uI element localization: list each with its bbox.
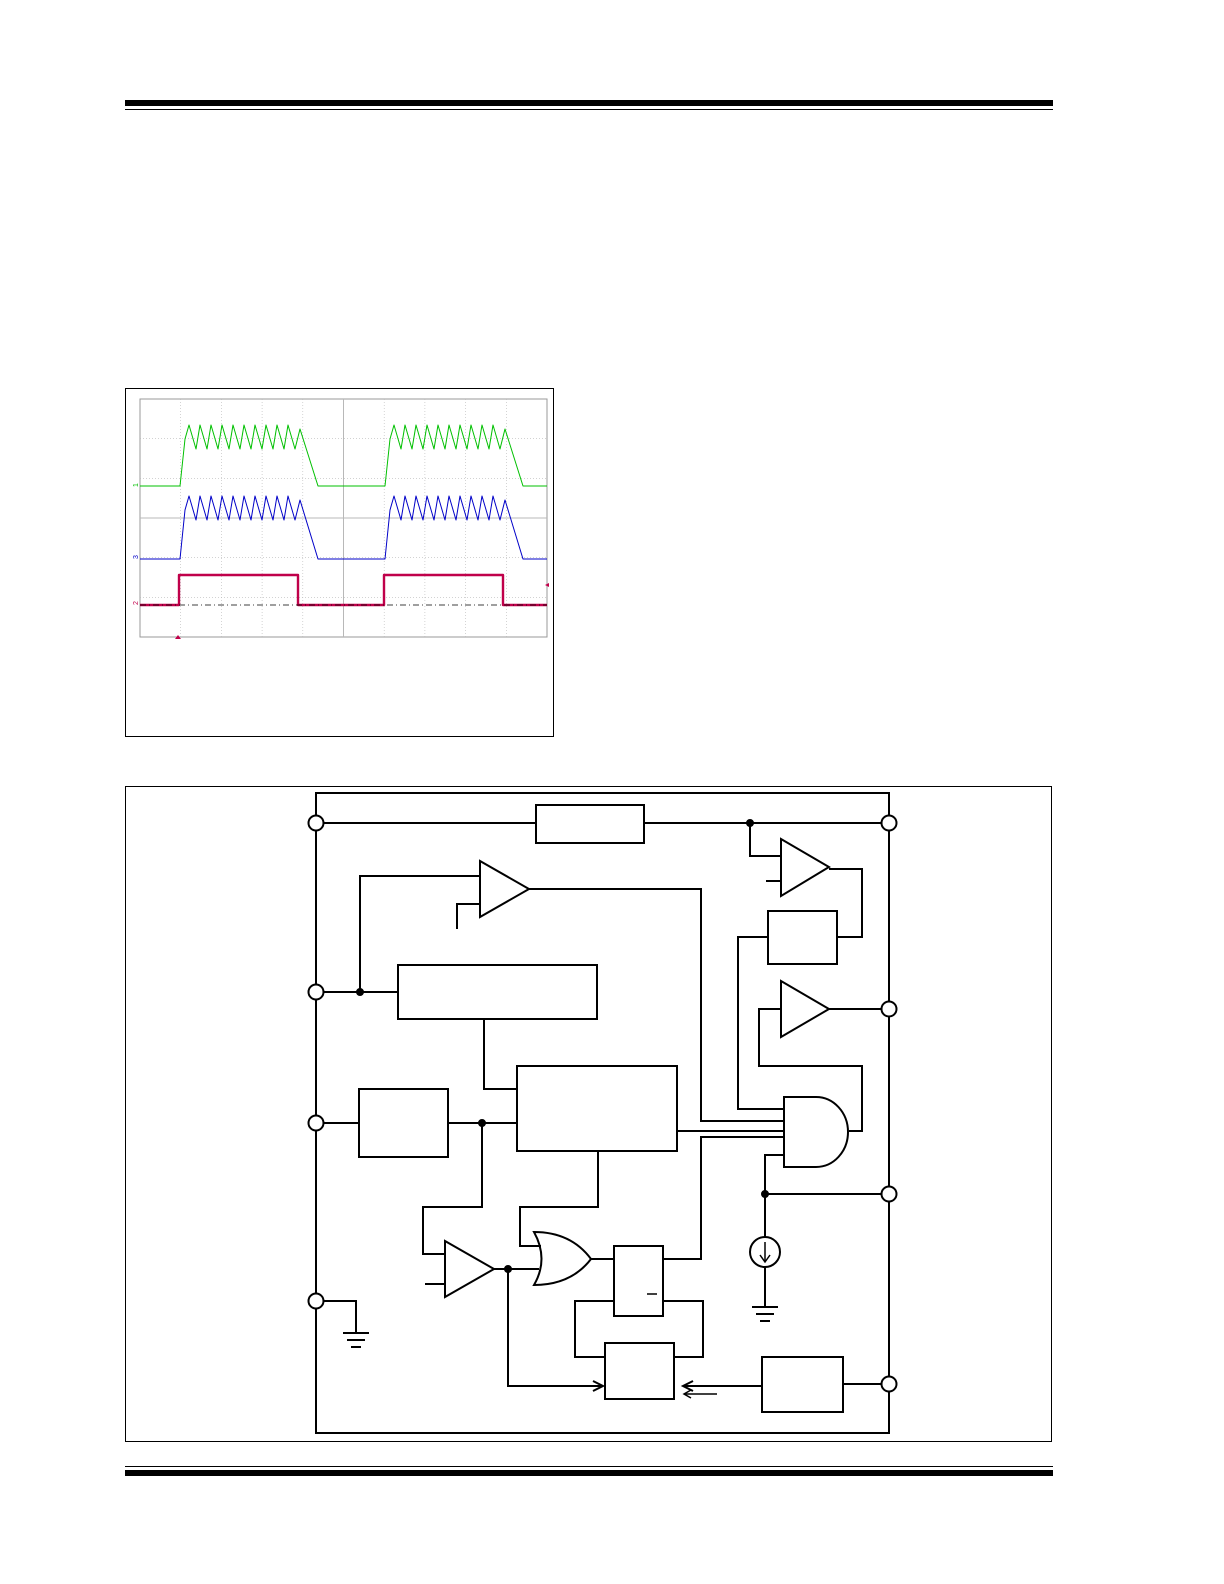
channel-2-label: 2 <box>133 601 140 605</box>
wide-control-block <box>397 964 598 1020</box>
channel-1-label: 1 <box>133 483 140 487</box>
wire <box>737 936 784 1110</box>
wire <box>456 903 480 929</box>
channel-1-trace <box>140 424 547 487</box>
wire <box>359 875 480 992</box>
latch-block <box>613 1245 664 1317</box>
wire <box>323 1300 357 1333</box>
scope-grid <box>139 398 548 638</box>
device-outline <box>315 792 890 1434</box>
bottom-timer-block <box>604 1342 675 1400</box>
oscilloscope-screen: 1 3 2 <box>133 398 549 639</box>
wire <box>422 1123 483 1255</box>
wire <box>663 1300 704 1358</box>
footer-rule-thick <box>125 1470 1053 1476</box>
top-resistor-block <box>535 804 645 844</box>
pin-left-2 <box>307 983 325 1001</box>
channel-3-trace <box>140 495 547 560</box>
pin-left-3 <box>307 1114 325 1132</box>
pin-left-1 <box>307 814 325 832</box>
wire <box>764 1154 881 1195</box>
and-gate <box>783 1096 849 1168</box>
pin-right-4 <box>880 1375 898 1393</box>
or-gate <box>532 1230 593 1287</box>
pin-right-3 <box>880 1185 898 1203</box>
block-diagram <box>307 792 898 1434</box>
pin-right-2 <box>880 1000 898 1018</box>
wire <box>507 1269 601 1387</box>
arrowhead <box>680 1380 694 1392</box>
wire <box>483 1019 517 1090</box>
wire <box>758 1008 863 1132</box>
junction-dot <box>356 988 364 996</box>
pin-right-1 <box>880 814 898 832</box>
wire <box>663 1136 784 1260</box>
footer-rule-thin <box>125 1466 1053 1467</box>
current-source-arrowhead <box>759 1254 771 1264</box>
middle-right-comparator <box>780 979 831 1039</box>
wire <box>574 1300 614 1358</box>
arrowhead <box>592 1380 606 1392</box>
upper-right-block <box>767 910 838 965</box>
header-rule-thin <box>125 109 1053 110</box>
bottom-right-block <box>761 1356 844 1413</box>
trigger-level-marker <box>545 583 549 587</box>
trigger-position-marker <box>175 635 181 639</box>
wire <box>519 1151 599 1247</box>
left-input-block <box>358 1088 449 1158</box>
wire <box>829 868 863 938</box>
oscilloscope-figure: 1 3 2 <box>125 388 554 737</box>
top-right-comparator <box>780 837 831 898</box>
wire <box>749 823 781 857</box>
lower-comparator <box>444 1239 497 1299</box>
signal-arrowhead <box>682 1389 692 1399</box>
block-diagram-figure <box>125 786 1052 1442</box>
channel-3-label: 3 <box>133 555 140 559</box>
top-middle-comparator <box>479 859 532 919</box>
central-logic-block <box>516 1065 678 1152</box>
header-rule-thick <box>125 100 1053 106</box>
wire <box>529 888 784 1122</box>
pin-left-4 <box>307 1292 325 1310</box>
